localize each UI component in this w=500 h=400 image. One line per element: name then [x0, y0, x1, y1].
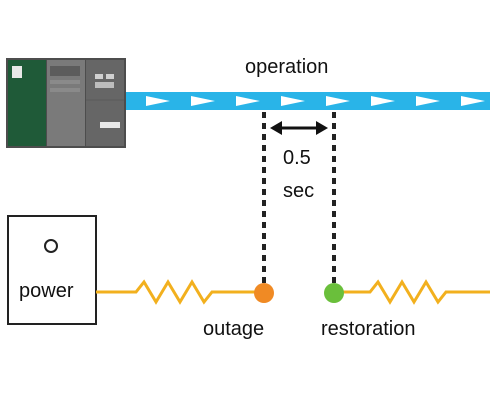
power-line-right [334, 279, 490, 305]
operation-flow-bar [126, 92, 490, 110]
machine-front-panel [86, 60, 124, 146]
restoration-dot [324, 283, 344, 303]
outage-label: outage [203, 318, 265, 340]
flow-arrow-icon [191, 96, 215, 106]
interval-value: 0.5 [283, 147, 311, 169]
compressor-machine [6, 58, 126, 148]
flow-arrow-icon [281, 96, 305, 106]
interval-arrow [270, 121, 328, 135]
flow-arrow-icon [416, 96, 440, 106]
power-box [7, 215, 97, 325]
machine-badge [100, 122, 120, 128]
power-indicator-icon [44, 239, 58, 253]
restoration-label: restoration [321, 318, 416, 340]
flow-arrow-icon [326, 96, 350, 106]
power-line-left [96, 279, 264, 305]
power-label: power [19, 280, 74, 302]
flow-arrow-icon [146, 96, 170, 106]
flow-arrows [146, 96, 485, 106]
flow-arrow-icon [371, 96, 395, 106]
flow-arrow-icon [461, 96, 485, 106]
operation-label: operation [245, 56, 329, 78]
flow-arrow-icon [236, 96, 260, 106]
interval-unit: sec [283, 180, 315, 202]
outage-dot [254, 283, 274, 303]
